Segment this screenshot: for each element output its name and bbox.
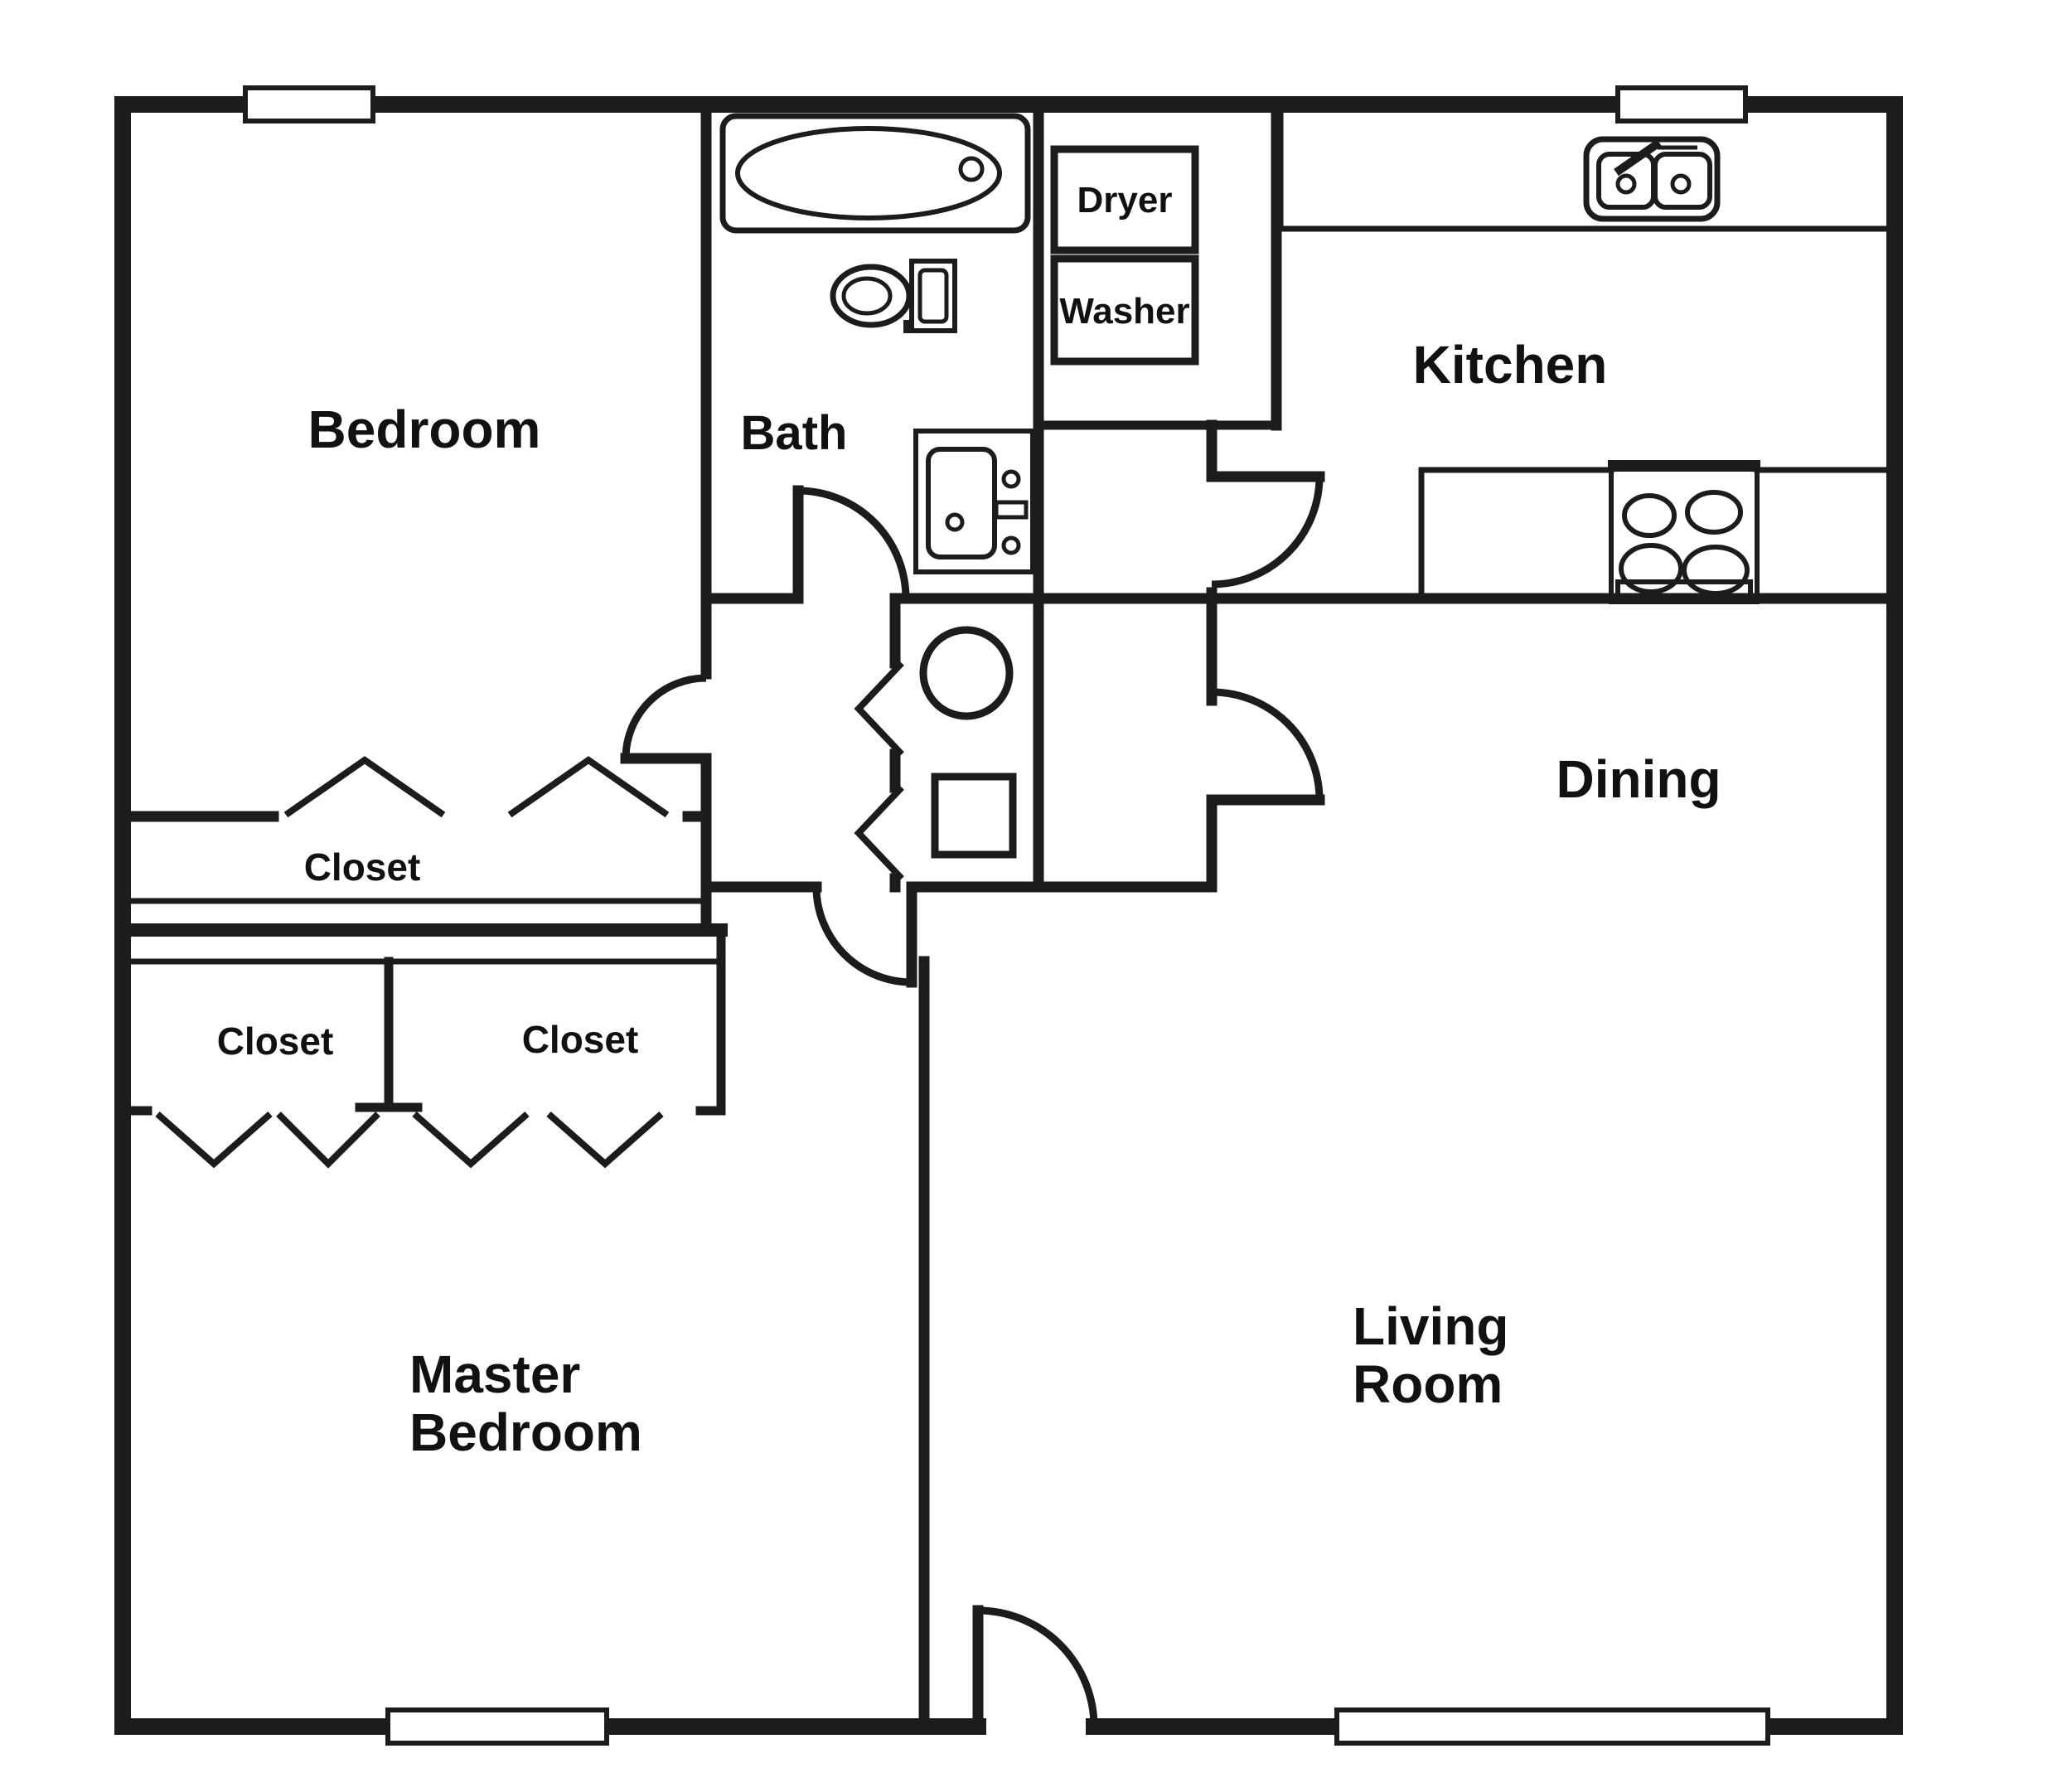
toilet-bowl-inner xyxy=(841,276,893,316)
stove-front-panel xyxy=(1615,579,1753,601)
toilet-flush-handle xyxy=(903,320,912,333)
bifold-chevron-icon xyxy=(854,785,904,881)
bifold-chevron-icon xyxy=(546,1112,664,1169)
room-label-dining: Dining xyxy=(1556,749,1721,809)
room-label-closet-master-right: Closet xyxy=(522,1018,639,1061)
vanity-faucet-handle-bottom xyxy=(1001,535,1021,555)
utility-closet-fixtures xyxy=(919,626,1017,859)
stove-burner-bl xyxy=(1619,543,1683,594)
doors xyxy=(620,471,1325,1732)
kitchen-sink-basin-right xyxy=(1653,152,1712,210)
room-label-kitchen: Kitchen xyxy=(1413,335,1608,395)
kitchen-sink-drain-left xyxy=(1615,173,1637,195)
kitchen-faucet-icon xyxy=(1614,138,1662,177)
dryer-box xyxy=(1050,145,1199,254)
room-labels: Bedroom Bath Dryer Washer Kitchen Dining… xyxy=(217,180,1721,1462)
kitchen-door-arc xyxy=(1211,476,1324,589)
window-kitchen-top xyxy=(1615,85,1748,124)
windows xyxy=(243,85,1770,1746)
bifold-chevron-icon xyxy=(276,1112,380,1169)
washer-box xyxy=(1050,254,1199,366)
room-label-master-line2: Bedroom xyxy=(409,1402,642,1462)
interior-walls xyxy=(116,99,1900,1732)
dining-door-arc xyxy=(1211,688,1324,801)
bifold-chevron-icon xyxy=(283,756,446,818)
kitchen-fixtures xyxy=(1277,108,1898,604)
room-label-closet-master-left: Closet xyxy=(217,1020,334,1063)
room-label-bath: Bath xyxy=(741,406,848,460)
bifold-chevron-icon xyxy=(412,1112,530,1169)
toilet-tank-lid xyxy=(917,268,949,324)
utility-square-icon xyxy=(931,773,1017,859)
stove-burner-tr xyxy=(1685,490,1743,535)
room-label-living-line2: Room xyxy=(1353,1354,1503,1414)
bathtub-icon xyxy=(719,113,1031,234)
master-door-arc xyxy=(812,886,913,986)
bifold-chevron-icon xyxy=(155,1112,273,1169)
kitchen-sink-drain-right xyxy=(1670,173,1692,195)
vanity-cabinet xyxy=(913,429,1035,574)
window-master-bottom xyxy=(385,1707,609,1746)
room-label-living-line1: Living xyxy=(1353,1296,1508,1356)
bath-door-arc xyxy=(797,487,910,599)
vanity-faucet-spout xyxy=(994,500,1029,520)
vanity-sink-icon xyxy=(926,447,997,559)
appliance-label-washer: Washer xyxy=(1059,291,1189,332)
window-living-bottom xyxy=(1334,1707,1770,1746)
vanity-sink-drain xyxy=(945,512,965,532)
appliance-label-dryer: Dryer xyxy=(1077,180,1173,220)
front-door-arc xyxy=(977,1606,1098,1727)
room-label-closet-bedroom: Closet xyxy=(304,845,421,889)
bathtub-drain xyxy=(958,156,985,182)
bathtub-basin xyxy=(735,126,1002,220)
bath-fixtures xyxy=(719,113,1035,574)
room-label-bedroom: Bedroom xyxy=(308,400,541,459)
vanity-faucet-handle-top xyxy=(1001,469,1021,489)
bifold-chevron-icon xyxy=(854,661,904,757)
stove-burner-br xyxy=(1682,545,1750,596)
exterior-walls xyxy=(114,96,1903,1735)
window-bedroom-top xyxy=(243,85,375,124)
water-heater-icon xyxy=(919,626,1014,720)
stove-burner-tl xyxy=(1622,493,1677,538)
closet-bifold-symbols xyxy=(155,661,904,1169)
bedroom-door-arc xyxy=(622,674,707,759)
bifold-chevron-icon xyxy=(507,756,670,818)
room-label-master-line1: Master xyxy=(409,1344,580,1404)
laundry-appliances xyxy=(1050,145,1199,366)
